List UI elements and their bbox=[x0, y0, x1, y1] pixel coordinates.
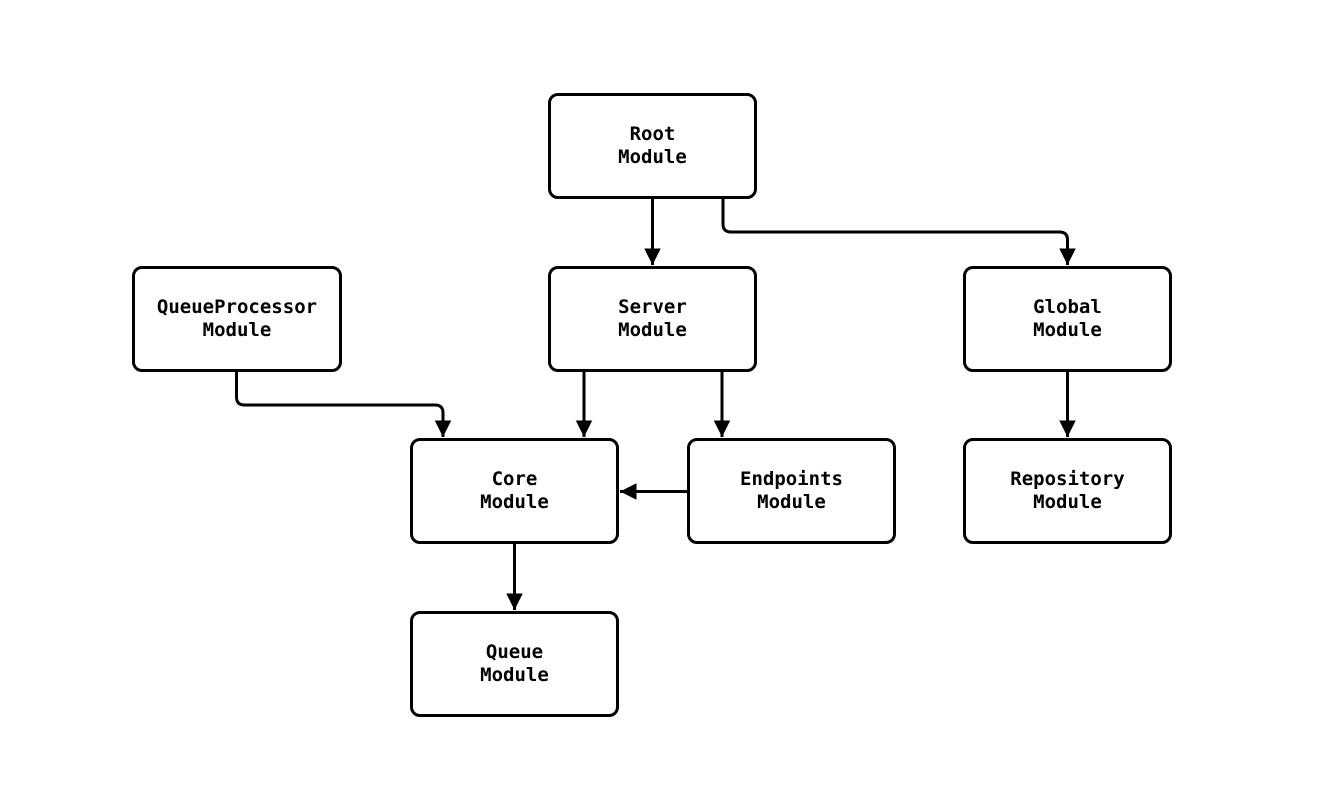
node-global-module: Global Module bbox=[963, 266, 1172, 372]
node-queue-module: Queue Module bbox=[410, 611, 619, 717]
node-server-module: Server Module bbox=[548, 266, 757, 372]
node-root-module: Root Module bbox=[548, 93, 757, 199]
node-repository-module-label-line2: Module bbox=[1033, 491, 1102, 513]
node-queueprocessor-module-label-line2: Module bbox=[202, 319, 272, 341]
node-endpoints-module-label-line2: Module bbox=[757, 491, 826, 513]
node-root-module-label-line2: Module bbox=[618, 146, 687, 168]
node-root-module-label-line1: Root bbox=[629, 123, 676, 145]
node-core-module-label-line2: Module bbox=[480, 491, 549, 513]
node-repository-module: Repository Module bbox=[963, 438, 1172, 544]
node-global-module-label-line1: Global bbox=[1033, 296, 1102, 318]
node-repository-module-label-line1: Repository bbox=[1010, 468, 1125, 490]
node-server-module-label-line1: Server bbox=[618, 296, 687, 318]
edge-root-to-global bbox=[721, 199, 1076, 265]
node-queue-module-label-line1: Queue bbox=[485, 641, 544, 663]
node-endpoints-module: Endpoints Module bbox=[687, 438, 896, 544]
node-queue-module-label-line2: Module bbox=[480, 664, 549, 686]
node-core-module-label-line1: Core bbox=[491, 468, 538, 490]
node-queueprocessor-module: QueueProcessor Module bbox=[132, 266, 342, 372]
node-global-module-label-line2: Module bbox=[1033, 319, 1102, 341]
node-server-module-label-line2: Module bbox=[618, 319, 687, 341]
edge-queueprocessor-to-core bbox=[235, 372, 452, 437]
node-core-module: Core Module bbox=[410, 438, 619, 544]
node-queueprocessor-module-label-line1: QueueProcessor bbox=[156, 296, 318, 318]
node-endpoints-module-label-line1: Endpoints bbox=[740, 468, 843, 490]
